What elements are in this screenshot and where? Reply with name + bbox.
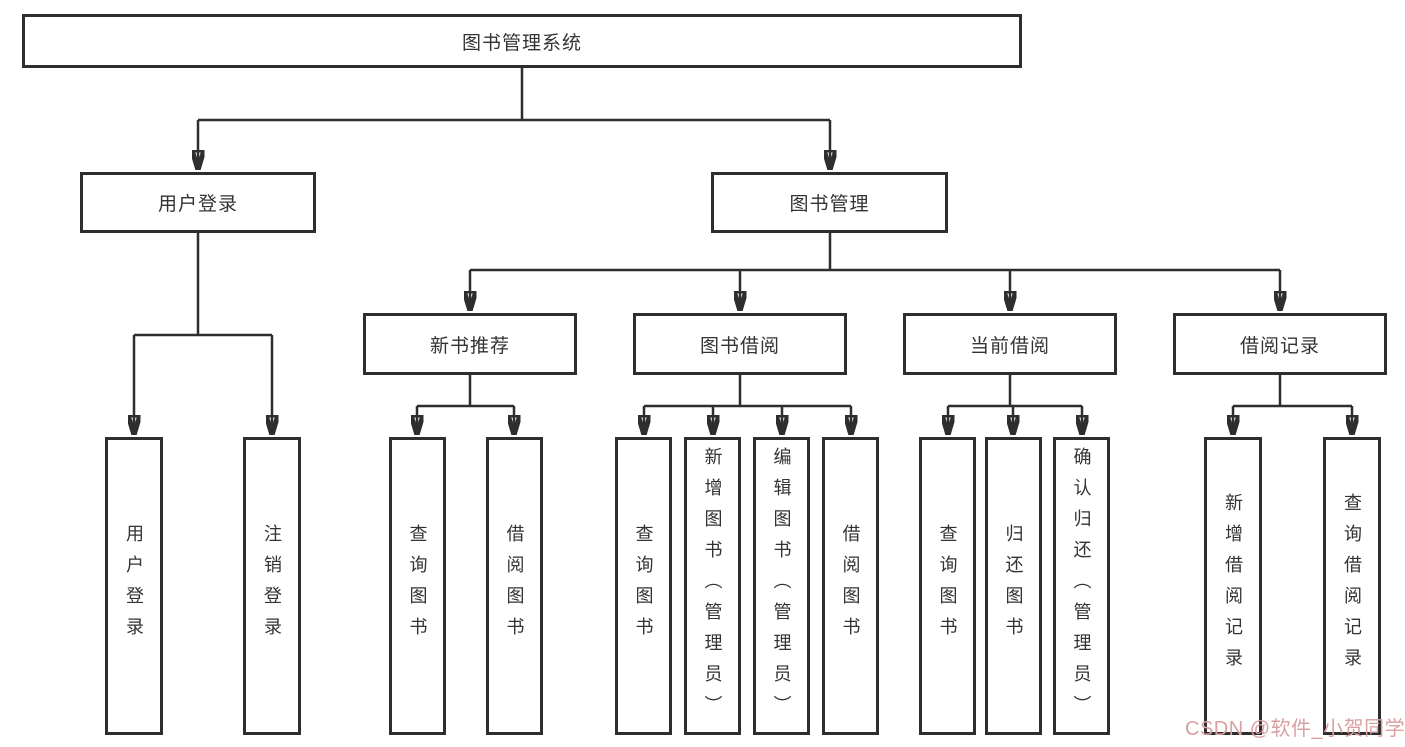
node-rc-query: 查询借阅记录	[1323, 437, 1381, 735]
node-bw-query: 查询图书	[615, 437, 672, 735]
csdn-watermark: CSDN @软件_小贺同学	[1185, 718, 1405, 740]
node-user-login-leaf: 用户登录	[105, 437, 163, 735]
node-root: 图书管理系统	[22, 14, 1022, 68]
node-user-login-leaf-label: 用户登录	[124, 524, 144, 648]
connector-book-mgmt-split	[470, 233, 1280, 272]
node-cu-confirm: 确认归还（管理员）	[1053, 437, 1110, 735]
node-borrow-records: 借阅记录	[1173, 313, 1387, 375]
node-nb-query-label: 查询图书	[407, 524, 428, 648]
node-current-borrow: 当前借阅	[903, 313, 1117, 375]
node-bw-add-label: 新增图书（管理员）	[702, 446, 723, 726]
node-current-borrow-label: 当前借阅	[969, 335, 1050, 357]
node-bw-add: 新增图书（管理员）	[684, 437, 741, 735]
node-logout-leaf: 注销登录	[243, 437, 301, 735]
node-nb-borrow: 借阅图书	[486, 437, 543, 735]
node-rc-add: 新增借阅记录	[1204, 437, 1262, 735]
connector-borrow-records-split	[1233, 375, 1352, 408]
node-cu-query-label: 查询图书	[937, 524, 958, 648]
node-book-mgmt: 图书管理	[711, 172, 948, 233]
node-borrow-records-label: 借阅记录	[1239, 335, 1320, 357]
node-bw-query-label: 查询图书	[633, 524, 654, 648]
node-cu-return-label: 归还图书	[1003, 524, 1024, 648]
node-bw-edit: 编辑图书（管理员）	[753, 437, 810, 735]
node-new-book: 新书推荐	[363, 313, 577, 375]
node-cu-query: 查询图书	[919, 437, 976, 735]
node-book-mgmt-label: 图书管理	[789, 194, 870, 215]
node-bw-borrow-label: 借阅图书	[840, 524, 861, 648]
node-rc-query-label: 查询借阅记录	[1342, 493, 1362, 679]
node-cu-confirm-label: 确认归还（管理员）	[1071, 446, 1092, 726]
connector-book-borrow-split	[644, 375, 851, 408]
node-new-book-label: 新书推荐	[429, 335, 510, 357]
node-book-borrow: 图书借阅	[633, 313, 847, 375]
node-user-login: 用户登录	[80, 172, 316, 233]
connector-current-borrow-split	[948, 375, 1082, 408]
node-user-login-label: 用户登录	[157, 194, 238, 215]
node-root-label: 图书管理系统	[461, 32, 582, 54]
node-cu-return: 归还图书	[985, 437, 1042, 735]
node-bw-borrow: 借阅图书	[822, 437, 879, 735]
node-nb-query: 查询图书	[389, 437, 446, 735]
node-nb-borrow-label: 借阅图书	[504, 524, 525, 648]
connector-user-login-split	[134, 233, 272, 337]
connector-new-book-split	[417, 375, 514, 408]
node-book-borrow-label: 图书借阅	[699, 335, 780, 357]
node-logout-leaf-label: 注销登录	[262, 524, 282, 648]
connector-root-split	[198, 68, 830, 122]
node-rc-add-label: 新增借阅记录	[1223, 493, 1243, 679]
node-bw-edit-label: 编辑图书（管理员）	[771, 446, 792, 726]
